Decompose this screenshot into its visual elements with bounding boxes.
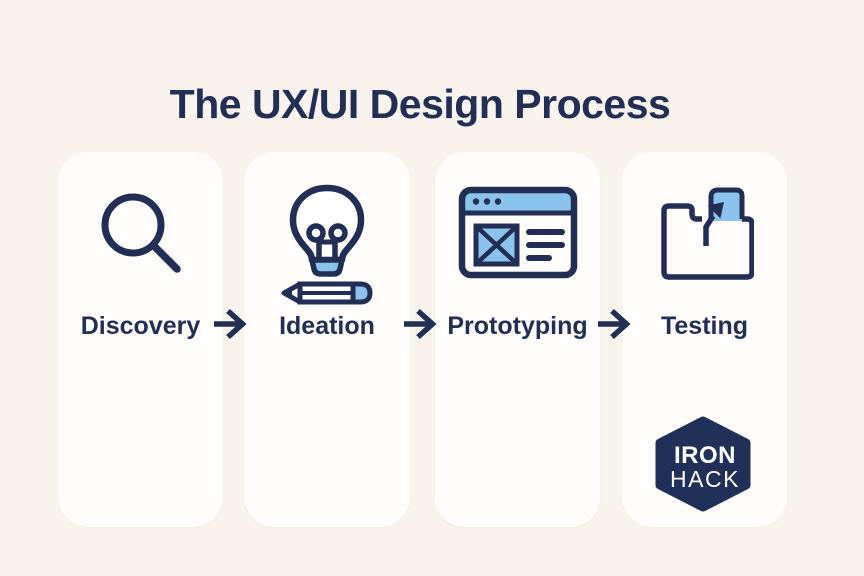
step-label-testing: Testing (660, 312, 749, 340)
logo-text-line2: HACK (670, 466, 740, 492)
right-arrow-icon (214, 308, 247, 340)
page-title: The UX/UI Design Process (169, 81, 671, 128)
right-arrow-icon (404, 308, 437, 340)
folder-export-icon (622, 152, 787, 283)
logo-text-line1: IRON (674, 442, 736, 469)
step-label-discovery: Discovery (80, 312, 201, 340)
lightbulb-pencil-icon (244, 152, 410, 308)
step-card-prototyping: Prototyping (435, 152, 600, 527)
step-label-prototyping: Prototyping (447, 312, 588, 340)
ironhack-logo: IRON HACK (655, 416, 751, 512)
step-card-ideation: Ideation (244, 152, 410, 527)
magnifier-icon (58, 152, 223, 278)
browser-wireframe-icon (435, 152, 600, 279)
right-arrow-icon (598, 308, 631, 340)
step-label-ideation: Ideation (279, 312, 375, 340)
step-card-discovery: Discovery (58, 152, 223, 527)
